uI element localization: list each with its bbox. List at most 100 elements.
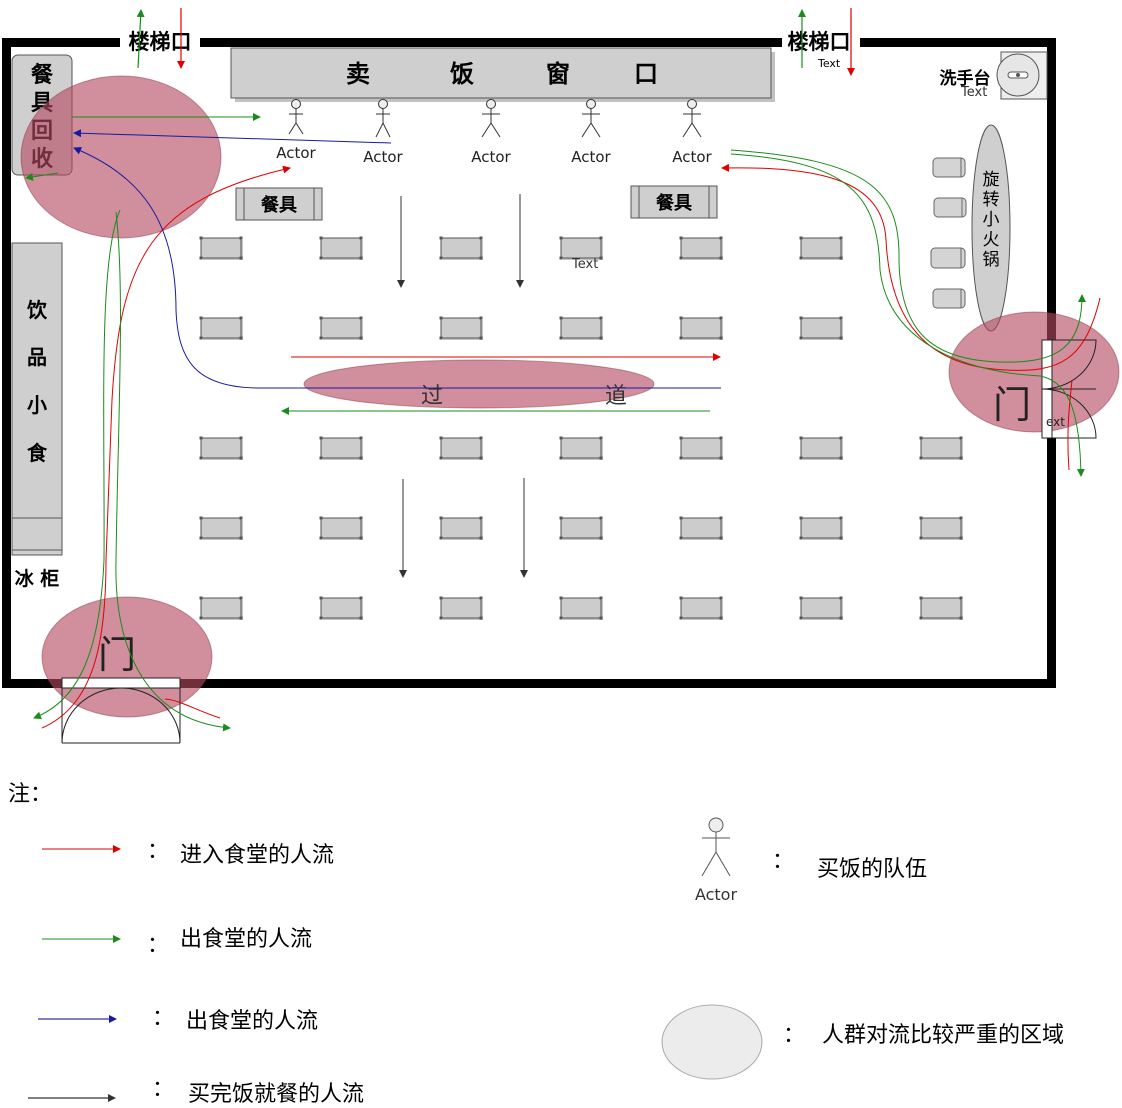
dining-table <box>439 596 483 620</box>
legend-conflict-label: 人群对流比较严重的区域 <box>822 1023 1064 1048</box>
dining-table <box>559 236 603 260</box>
table-text-label: Text <box>571 257 598 272</box>
utensils-box-right: 餐具 <box>630 185 718 219</box>
south-door <box>61 677 181 744</box>
window-char-1: 卖 <box>346 60 370 88</box>
dining-table <box>559 596 603 620</box>
exiting-east-door-path-up <box>730 149 1086 363</box>
hotpot-char: 旋 <box>983 170 1000 190</box>
legend-actor-label: Actor <box>695 885 738 904</box>
dining-table <box>319 436 363 460</box>
entering-east-door-tail <box>1067 379 1073 471</box>
dining-table <box>799 516 843 540</box>
actor-figure <box>581 99 601 138</box>
dining-table <box>319 596 363 620</box>
drinks-snacks-counter: 饮 品 小 食 <box>11 242 63 556</box>
serving-window: 卖 饭 窗 口 <box>230 47 775 102</box>
fridge-label: 冰 柜 <box>15 567 60 590</box>
east-door-label: 门 <box>993 383 1031 427</box>
wall-top-middle <box>200 38 782 47</box>
drinks-char: 食 <box>27 441 48 465</box>
sink <box>996 51 1048 100</box>
walls <box>2 38 1056 688</box>
legend-conflict-swatch <box>661 1004 763 1080</box>
wall-right-bottom <box>1047 555 1056 688</box>
wall-bottom-left <box>2 679 62 688</box>
legend-eat-label: 买完饭就餐的人流 <box>188 1082 364 1107</box>
dining-table <box>679 316 723 340</box>
wall-bottom-right <box>180 679 1056 688</box>
dining-table <box>679 436 723 460</box>
wall-top-right <box>860 38 1056 47</box>
dining-table <box>199 236 243 260</box>
legend-exit-green-label: 出食堂的人流 <box>180 927 312 952</box>
dining-table <box>439 516 483 540</box>
actor-figure <box>375 99 391 138</box>
dining-table <box>919 596 963 620</box>
legend-note: 注： <box>8 782 52 807</box>
dining-table <box>559 316 603 340</box>
hotpot-char: 锅 <box>983 250 1000 270</box>
dining-table <box>799 236 843 260</box>
entering-south-door-tail <box>164 698 221 719</box>
dining-table <box>679 236 723 260</box>
dining-tables <box>199 236 963 620</box>
dining-table <box>319 316 363 340</box>
actor-figure <box>288 99 304 135</box>
dining-table <box>559 436 603 460</box>
entering-east-door-path <box>721 163 1101 371</box>
actor-label: Actor <box>471 148 511 166</box>
exiting-utensil-return-arrow <box>25 172 59 181</box>
dining-table <box>199 316 243 340</box>
hotpot-stools <box>930 157 967 309</box>
dining-table <box>319 236 363 260</box>
legend-enter-label: 进入食堂的人流 <box>180 843 334 868</box>
aisle-char: 过 <box>421 384 443 409</box>
hotpot-char: 火 <box>983 230 1000 250</box>
dining-table <box>919 436 963 460</box>
wall-top-left <box>2 38 120 47</box>
south-door-label: 门 <box>98 633 136 677</box>
utensils-box-left: 餐具 <box>235 187 323 221</box>
dining-table <box>319 516 363 540</box>
stairs-left-label: 楼梯口 <box>129 30 192 54</box>
east-door-text: ext <box>1046 415 1065 429</box>
window-char-3: 窗 <box>546 60 570 88</box>
stool-icon <box>930 247 966 269</box>
conflict-zone-utensil-return <box>20 75 222 239</box>
dining-table <box>199 516 243 540</box>
actor-figure <box>682 99 702 138</box>
window-char-4: 口 <box>634 60 658 88</box>
stool-icon <box>932 288 966 309</box>
legend-colon: ： <box>772 849 794 874</box>
stool-icon <box>932 157 966 178</box>
wall-right-upper <box>1047 38 1056 340</box>
stairs-right-label: 楼梯口 <box>788 30 851 54</box>
wall-right-lower <box>1047 438 1056 560</box>
queue-actors <box>288 99 702 138</box>
conflict-zone-east-door <box>948 311 1120 433</box>
utensil-return-char: 餐 <box>31 63 54 88</box>
blue-flow-arrows <box>73 129 721 389</box>
actor-label: Actor <box>276 144 316 162</box>
stairs-left-exit-arrow <box>136 9 145 69</box>
dining-table <box>679 596 723 620</box>
dining-table <box>679 516 723 540</box>
aisle-char: 道 <box>605 384 627 409</box>
rotating-hotpot: 旋 转 小 火 锅 <box>971 124 1011 332</box>
legend: 注： ： 进入食堂的人流 ： 出食堂的人流 ： 出食堂的人流 ： 买完饭就餐的人… <box>8 782 1064 1107</box>
diner-flow-arrows <box>397 194 528 578</box>
actor-figure <box>481 99 501 138</box>
exiting-south-door-path-left <box>33 209 121 720</box>
stairs-text-label: Text <box>817 57 841 70</box>
dining-table <box>439 316 483 340</box>
actor-label: Actor <box>363 148 403 166</box>
sink-text-label: Text <box>960 85 987 100</box>
dining-table <box>919 516 963 540</box>
blue-queue-arrow <box>73 129 392 144</box>
drinks-char: 饮 <box>26 298 48 322</box>
east-door <box>1041 339 1097 439</box>
dining-table <box>799 596 843 620</box>
dining-table <box>559 516 603 540</box>
